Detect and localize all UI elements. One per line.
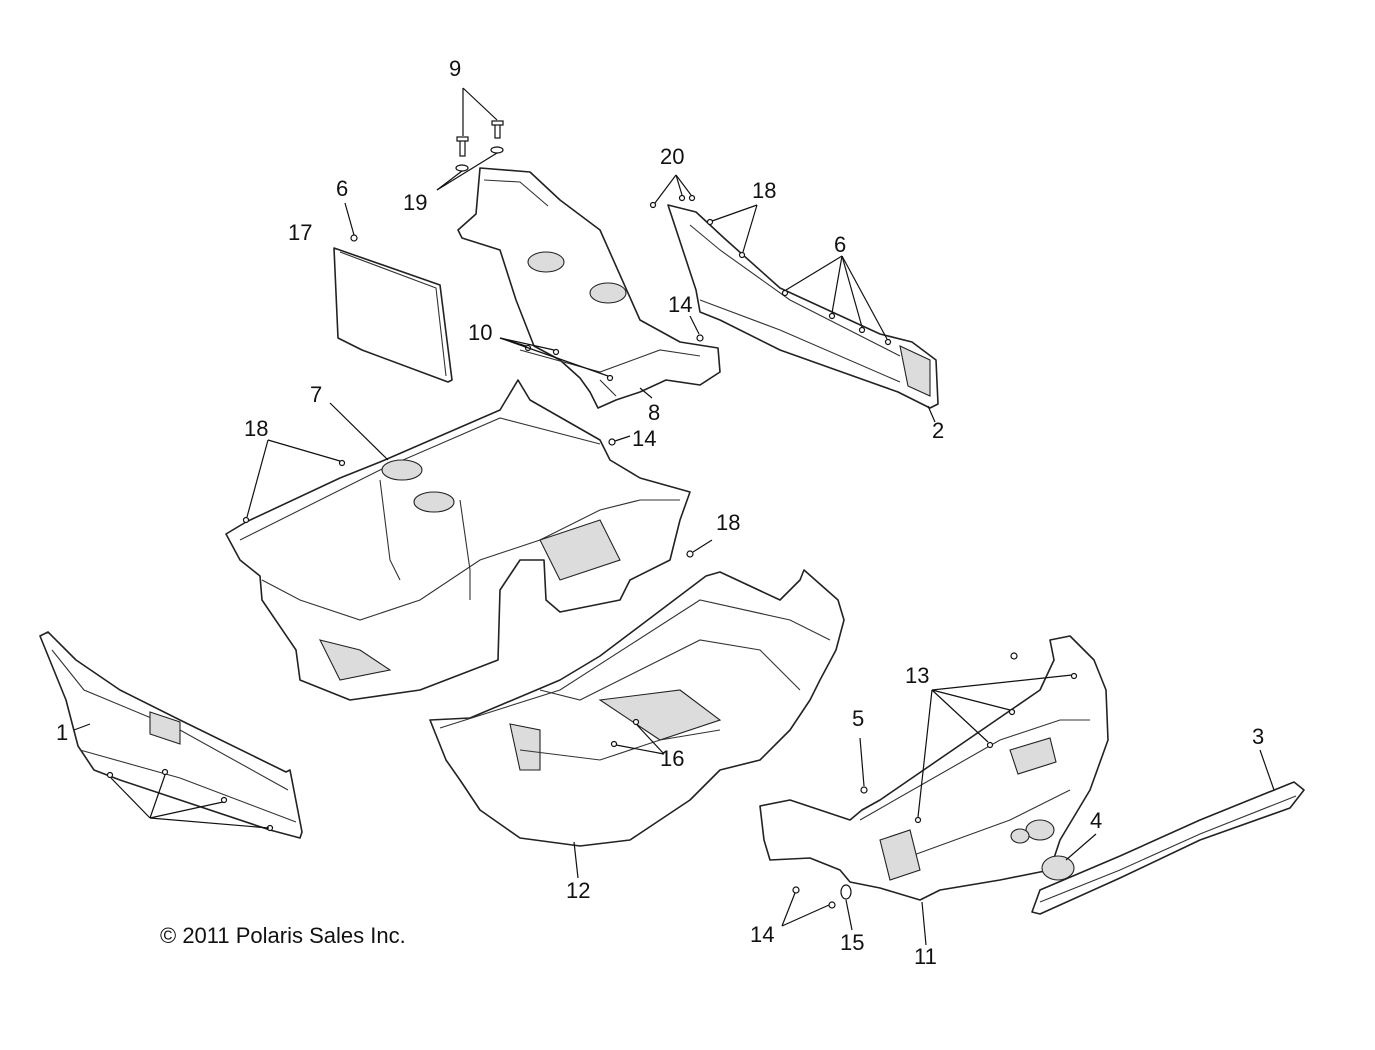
part-16-fasteners (610, 718, 665, 755)
callout-18-top: 18 (752, 178, 777, 203)
part-7-upper-floor (225, 379, 691, 701)
callout-2: 2 (932, 418, 945, 443)
part-17-panel (333, 247, 453, 383)
part-6-fasteners-rocker (781, 255, 892, 346)
part-18-pins-top (706, 204, 758, 259)
copyright-notice: © 2011 Polaris Sales Inc. (160, 923, 406, 948)
callout-13: 13 (905, 663, 930, 688)
callout-18-left: 18 (244, 416, 269, 441)
callout-14-bottom: 14 (750, 922, 775, 947)
part-14-screws-bottom (781, 886, 836, 927)
callout-12: 12 (566, 878, 591, 903)
part-8-console (457, 167, 721, 409)
part-20-clips (649, 174, 696, 209)
callout-10: 10 (468, 320, 493, 345)
part-15-clip (840, 884, 853, 931)
callout-4: 4 (1090, 808, 1103, 833)
part-12-lower-floor (429, 569, 845, 847)
callout-14-middle: 14 (632, 426, 657, 451)
callout-8: 8 (648, 400, 661, 425)
part-14-screw-middle (608, 435, 631, 446)
part-1-rocker-panel (39, 631, 303, 839)
callout-16: 16 (660, 746, 685, 771)
part-10-fasteners (499, 337, 614, 382)
callout-3: 3 (1252, 724, 1265, 749)
callout-9: 9 (449, 56, 462, 81)
part-18-pins-left (242, 439, 346, 524)
callout-18-middle: 18 (716, 510, 741, 535)
part-1-fasteners (106, 768, 274, 832)
callout-14-console: 14 (668, 292, 693, 317)
part-5-fastener (859, 737, 868, 794)
part-13-fasteners (914, 672, 1078, 824)
part-19-washers (436, 146, 504, 191)
callout-6-left: 6 (336, 176, 349, 201)
part-6-fastener (344, 202, 358, 242)
part-18-pin-middle (686, 539, 713, 558)
callout-11: 11 (914, 944, 937, 969)
callout-1: 1 (56, 720, 69, 745)
callout-6-right: 6 (834, 232, 847, 257)
callout-15: 15 (840, 930, 865, 955)
part-9-screws (456, 87, 504, 157)
callout-5: 5 (852, 706, 865, 731)
callout-20: 20 (660, 144, 685, 169)
part-3-seal (1031, 781, 1305, 915)
callout-7: 7 (310, 382, 323, 407)
callout-17: 17 (288, 220, 313, 245)
part-4-grommet (1041, 833, 1097, 881)
callout-19: 19 (403, 190, 428, 215)
part-14-screw-console (689, 315, 704, 342)
part-11-bulkhead (759, 635, 1109, 901)
